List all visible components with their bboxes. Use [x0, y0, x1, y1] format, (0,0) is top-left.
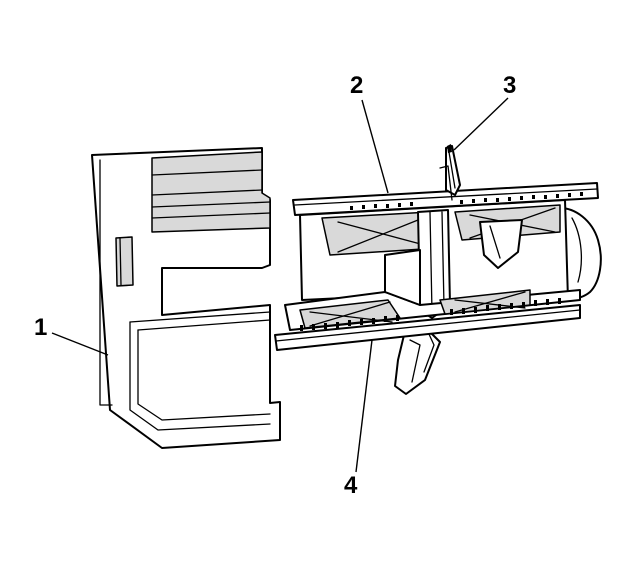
- lower-retaining-clip: [394, 329, 441, 395]
- leader-lines: [51, 97, 509, 473]
- leader-line-3: [453, 97, 509, 151]
- callout-2: 2: [350, 72, 364, 99]
- callout-4: 4: [344, 472, 358, 499]
- callout-3: 3: [503, 72, 517, 99]
- leader-line-4: [355, 339, 373, 473]
- upper-retaining-clip: [439, 144, 461, 201]
- leader-line-1: [51, 332, 109, 356]
- lower-rail-teeth: [300, 298, 561, 331]
- vent-duct-assembly: [274, 182, 599, 351]
- callout-1: 1: [34, 314, 48, 341]
- leader-line-2: [361, 99, 389, 194]
- trim-panel-part: [91, 147, 281, 449]
